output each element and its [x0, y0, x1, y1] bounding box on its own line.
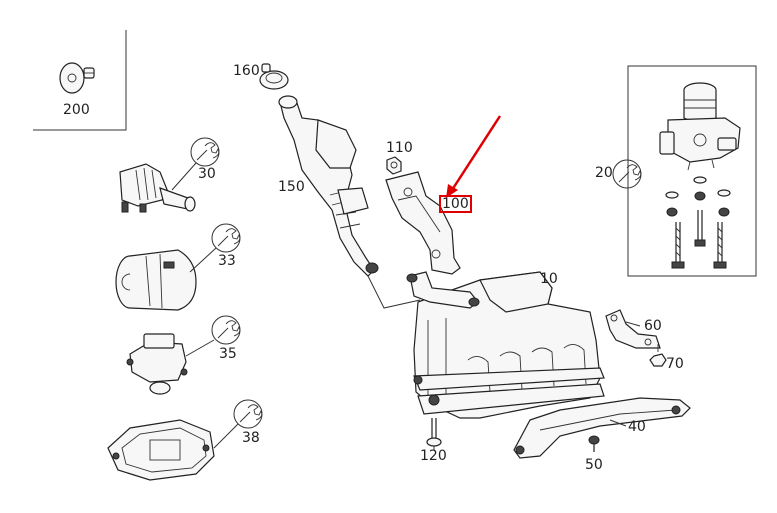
part-label-60[interactable]: 60: [644, 318, 662, 334]
pump-20-drawing[interactable]: [659, 82, 741, 269]
nut-110-drawing[interactable]: [386, 156, 402, 175]
part-label-70[interactable]: 70: [666, 356, 684, 372]
leader-40: [609, 419, 627, 427]
wrench-icon: [612, 159, 642, 189]
part-label-200[interactable]: 200: [63, 102, 90, 118]
bolt-70-drawing[interactable]: [649, 344, 667, 367]
actuator-35-drawing[interactable]: [126, 333, 188, 395]
cover-38-drawing[interactable]: [107, 419, 215, 481]
part-label-10[interactable]: 10: [540, 271, 558, 287]
part-label-160[interactable]: 160: [233, 63, 260, 79]
part-label-33[interactable]: 33: [218, 253, 236, 269]
part-label-150[interactable]: 150: [278, 179, 305, 195]
part-label-30[interactable]: 30: [198, 166, 216, 182]
leader-60: [625, 321, 641, 327]
bolt-50-drawing[interactable]: [588, 435, 600, 452]
wrench-icon: [171, 137, 220, 191]
inset-frame-20: [627, 65, 757, 277]
part-label-20[interactable]: 20: [595, 165, 613, 181]
part-label-35[interactable]: 35: [219, 346, 237, 362]
bracket-100-drawing[interactable]: [385, 171, 461, 275]
hose-150-drawing[interactable]: [278, 95, 379, 277]
sensor-30-drawing[interactable]: [119, 163, 196, 213]
motor-33-drawing[interactable]: [115, 249, 197, 311]
part-label-100-highlighted[interactable]: 100: [439, 195, 472, 213]
bracket-60-drawing[interactable]: [605, 309, 661, 349]
part-label-120[interactable]: 120: [420, 448, 447, 464]
part-label-40[interactable]: 40: [628, 419, 646, 435]
part-label-38[interactable]: 38: [242, 430, 260, 446]
manifold-10-drawing[interactable]: [406, 271, 605, 419]
leader-150-to-10: [367, 275, 421, 309]
wrench-icon: [185, 315, 241, 357]
bolt-120-drawing[interactable]: [426, 418, 442, 447]
arrow-indicator: [446, 115, 502, 198]
wrench-icon: [189, 223, 241, 273]
clip-200-drawing[interactable]: [59, 62, 95, 94]
part-label-110[interactable]: 110: [386, 140, 413, 156]
part-label-50[interactable]: 50: [585, 457, 603, 473]
cap-160-drawing[interactable]: [259, 63, 289, 90]
bracket-40-drawing[interactable]: [513, 397, 691, 459]
wrench-icon: [213, 399, 263, 449]
inset-frame-200: [33, 30, 127, 131]
